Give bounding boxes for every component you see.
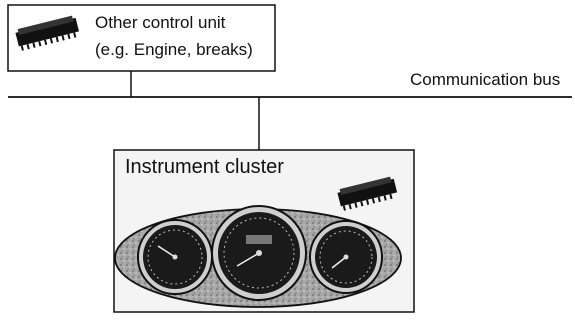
communication-bus-label: Communication bus [410, 70, 560, 90]
left-dial [138, 220, 212, 294]
instrument-cluster-label: Instrument cluster [125, 156, 284, 179]
speedometer-dial [212, 206, 306, 300]
other-control-unit-example: (e.g. Engine, breaks) [95, 40, 253, 60]
other-control-unit-title: Other control unit [95, 13, 225, 33]
right-dial [310, 221, 382, 293]
